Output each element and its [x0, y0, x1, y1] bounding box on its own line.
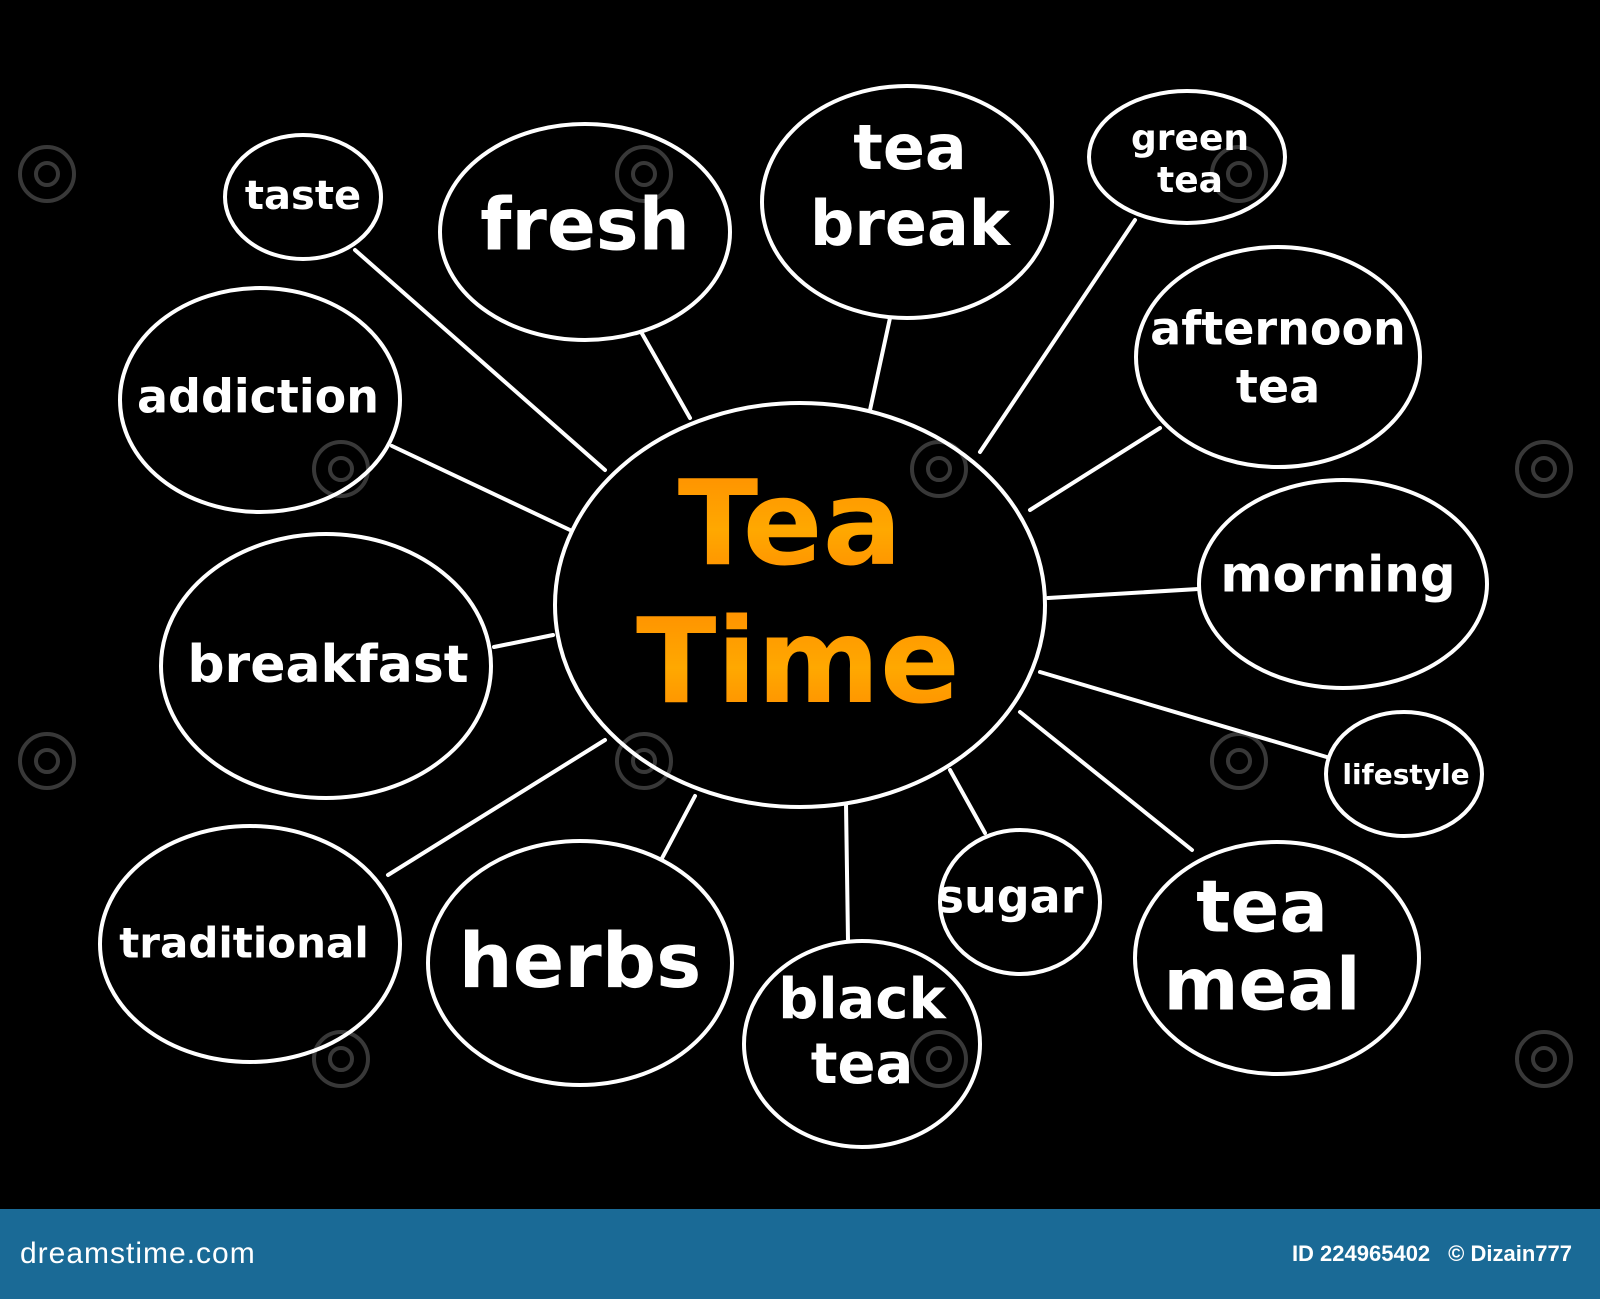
node-sugar-label: sugar [937, 870, 1084, 924]
connector-sugar [948, 768, 987, 835]
node-tea-break-label-2: break [810, 187, 1012, 260]
node-tea-break-ellipse [760, 84, 1054, 320]
watermark-spiral-icon [910, 440, 968, 498]
node-traditional-ellipse [98, 824, 402, 1064]
node-black-tea-label-2: tea [811, 1032, 914, 1097]
node-black-tea-ellipse [742, 939, 982, 1149]
watermark-spiral-icon [615, 732, 673, 790]
author-credit[interactable]: © Dizain777 [1448, 1241, 1572, 1266]
node-herbs-ellipse [426, 839, 734, 1087]
connectors [353, 218, 1332, 942]
node-afternoon-tea-label-2: tea [1236, 360, 1320, 414]
node-sugar-ellipse [938, 828, 1102, 976]
connector-green-tea [978, 218, 1137, 454]
node-breakfast-label: breakfast [187, 635, 468, 695]
center-node-ellipse [553, 401, 1047, 809]
node-traditional-label: traditional [119, 919, 369, 968]
connector-afternoon-tea [1028, 426, 1162, 512]
node-morning-ellipse [1197, 478, 1489, 690]
connector-lifestyle [1038, 670, 1332, 760]
connector-tea-break [868, 316, 892, 412]
node-addiction-label: addiction [137, 370, 379, 424]
connector-fresh [638, 328, 692, 420]
watermark-spiral-icon [312, 1030, 370, 1088]
node-black-tea-label-1: black [778, 967, 947, 1032]
footer-brand[interactable]: dreamstime.com [20, 1237, 256, 1270]
node-lifestyle-ellipse [1324, 710, 1484, 838]
node-herbs-label: herbs [459, 916, 702, 1005]
watermark-spiral-icon [18, 145, 76, 203]
node-morning-label: morning [1220, 546, 1455, 604]
watermark-spiral-icon [312, 440, 370, 498]
connector-taste [353, 248, 607, 472]
node-tea-meal-label-1: tea [1196, 865, 1328, 949]
watermark-spiral-icon [910, 1030, 968, 1088]
connector-herbs [658, 794, 697, 864]
connector-breakfast [492, 633, 555, 649]
node-tea-meal-label-2: meal [1163, 943, 1360, 1027]
node-afternoon-tea-label-1: afternoon [1150, 302, 1406, 356]
node-taste-ellipse [223, 133, 383, 261]
center-label-line-2: Time [636, 592, 960, 730]
watermark-spiral-icon [1210, 732, 1268, 790]
node-lifestyle-label: lifestyle [1342, 758, 1469, 791]
footer-bar: dreamstime.com ID 224965402 © Dizain777 [0, 1209, 1600, 1299]
node-tea-meal-ellipse [1133, 840, 1421, 1076]
connector-black-tea [844, 802, 850, 942]
watermark-spiral-icon [1210, 145, 1268, 203]
connector-morning [1046, 586, 1217, 600]
connector-addiction [390, 444, 572, 532]
connector-traditional [386, 738, 607, 877]
node-breakfast-ellipse [159, 532, 493, 800]
footer-meta: ID 224965402 © Dizain777 [1292, 1241, 1572, 1267]
center-label-line-1: Tea [678, 454, 902, 592]
node-afternoon-tea-ellipse [1134, 245, 1422, 469]
connector-tea-meal [1018, 710, 1194, 852]
node-taste-label: taste [245, 173, 361, 219]
watermark-spiral-icon [1515, 1030, 1573, 1088]
watermark-spiral-icon [18, 732, 76, 790]
image-id: ID 224965402 [1291, 1241, 1431, 1266]
node-tea-break-label-1: tea [853, 111, 967, 184]
watermark-spiral-icon [1515, 440, 1573, 498]
watermark-spiral-icon [615, 145, 673, 203]
mind-map-diagram: taste fresh tea break green tea addictio… [98, 84, 1489, 1149]
